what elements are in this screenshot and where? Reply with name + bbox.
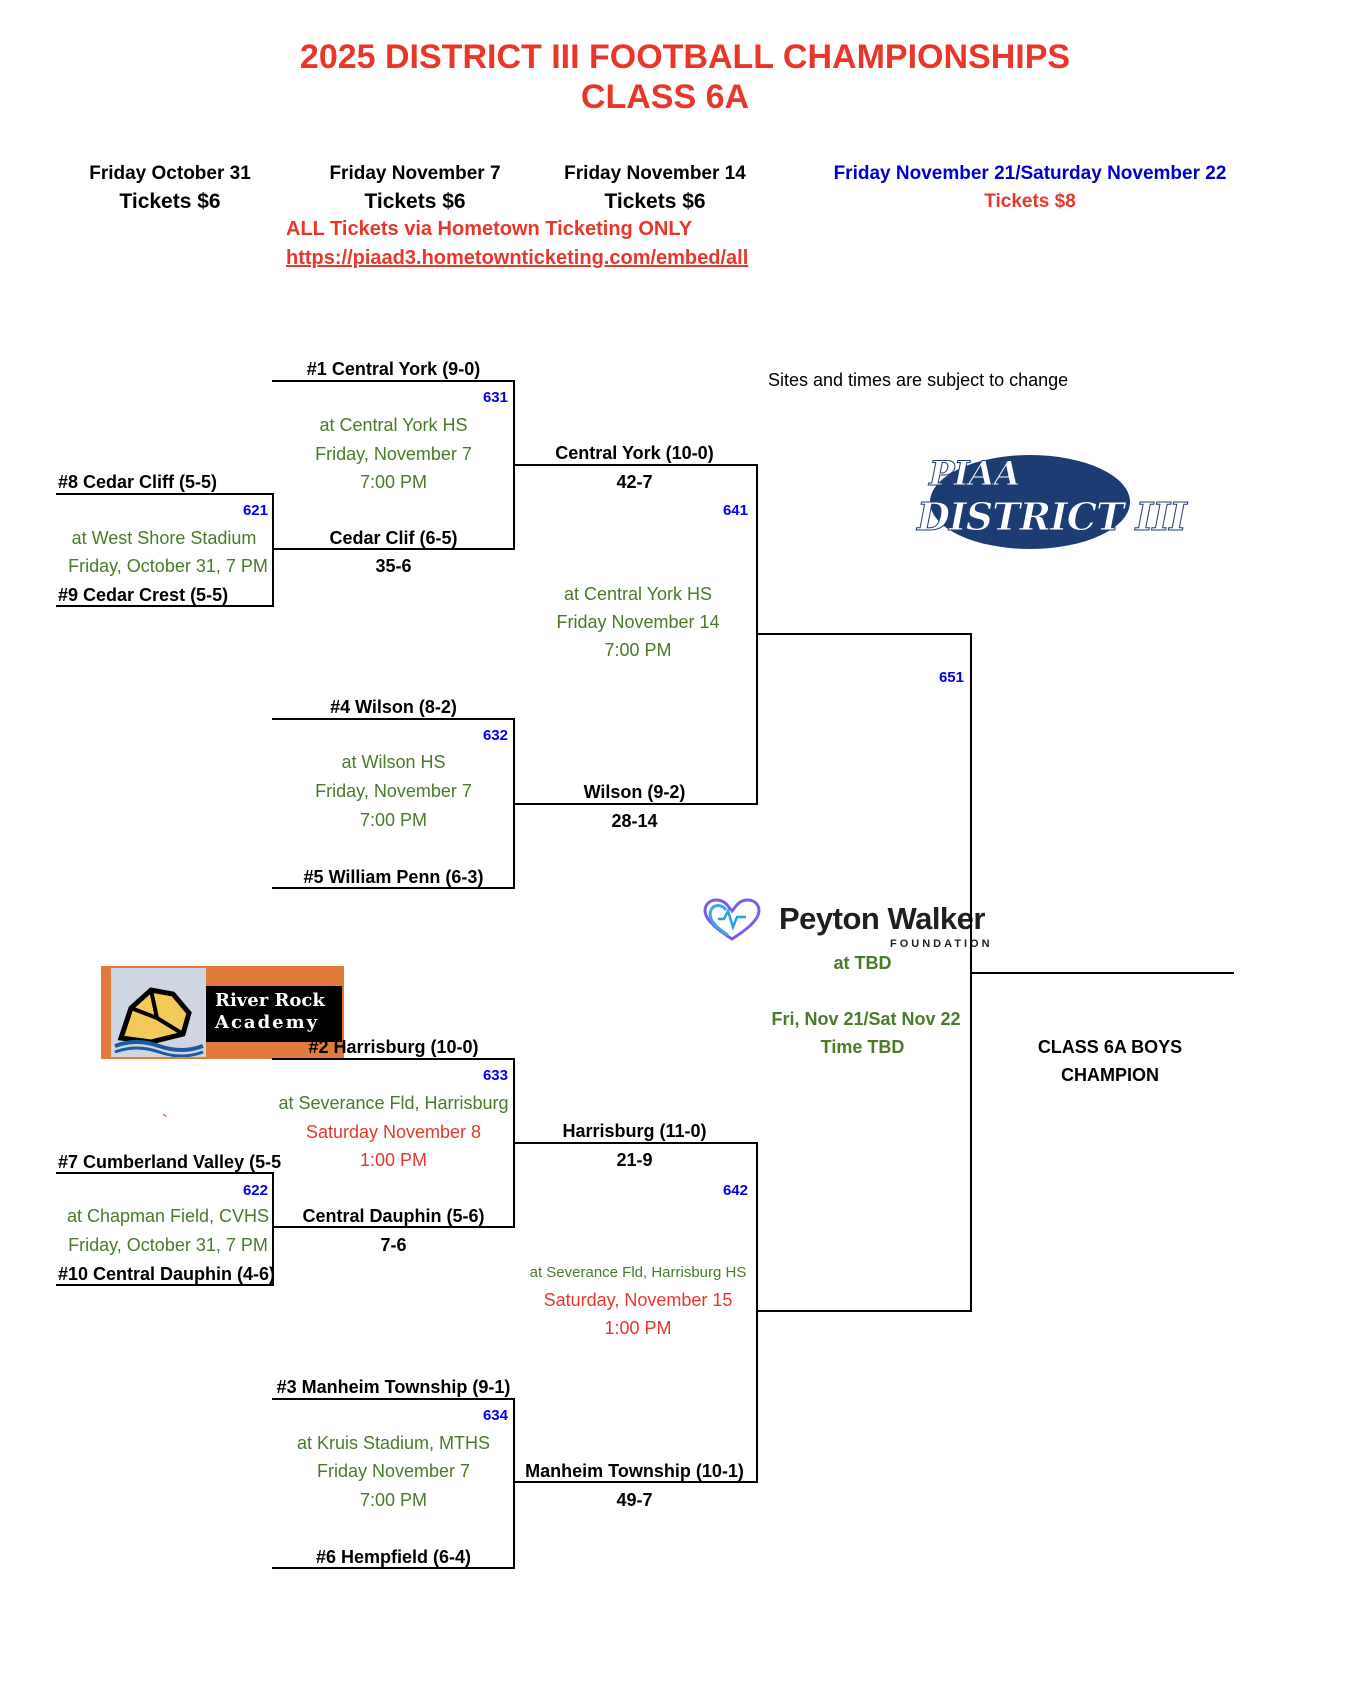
team-top: #4 Wilson (8-2) [330,697,457,717]
game-site: at Severance Fld, Harrisburg [278,1093,509,1113]
round4-date: Friday November 21/Saturday November 22 [833,163,1227,184]
game-time: 7:00 PM [604,640,672,660]
rock-icon [114,987,204,1058]
team-top: #3 Manheim Township (9-1) [276,1377,511,1397]
round1-date: Friday October 31 [89,163,251,184]
piaa-district-logo: PIAA DISTRICT III [915,450,1187,555]
game-number: 634 [482,1407,508,1424]
team-top: #8 Cedar Cliff (5-5) [58,472,218,492]
river-rock-line1: River Rock [215,990,325,1011]
game-time: 7:00 PM [359,472,428,492]
game-time: 1:00 PM [359,1150,428,1170]
game-site: at West Shore Stadium [71,528,257,548]
title-line-1: 2025 DISTRICT III FOOTBALL CHAMPIONSHIPS [299,38,1071,76]
round3-date: Friday November 14 [564,163,746,184]
top-score: 42-7 [616,472,653,492]
team-bottom: #5 William Penn (6-3) [303,867,484,887]
team-top: #1 Central York (9-0) [306,359,481,379]
bottom-score: 49-7 [616,1490,653,1510]
game-time: 7:00 PM [359,1490,428,1510]
game-site: at Central York HS [319,415,468,435]
top-score: 21-9 [616,1150,653,1170]
river-rock-line2: Academy [215,1012,320,1033]
team-bottom: #10 Central Dauphin (4-6) [58,1264,276,1284]
game-date: Friday November 7 [316,1461,471,1481]
peyton-walker-logo: Peyton Walker FOUNDATION [700,893,1000,953]
game-number: 631 [482,389,508,406]
team-bottom: Central Dauphin (5-6) [302,1206,485,1226]
game-number: 622 [242,1182,268,1199]
game-number: 641 [722,502,748,519]
game-time: 1:00 PM [604,1318,672,1338]
team-top: Harrisburg (11-0) [562,1121,707,1141]
game-site: at Central York HS [563,584,713,604]
round4-tickets: Tickets $8 [984,191,1076,212]
game-number: 633 [482,1067,508,1084]
game-date: Friday November 14 [556,612,720,632]
disclaimer: Sites and times are subject to change [768,370,1069,390]
game-site: at Severance Fld, Harrisburg HS [529,1264,747,1281]
game-number: 651 [938,669,964,686]
champion-label-line1: CLASS 6A BOYS [1037,1037,1183,1057]
game-site: at Wilson HS [341,752,446,772]
game-time: Time TBD [820,1037,905,1057]
game-score: 7-6 [380,1235,407,1255]
game-number: 632 [482,727,508,744]
game-date: Saturday November 8 [305,1122,482,1142]
champion-label-line2: CHAMPION [1061,1065,1159,1085]
team-top: Central York (10-0) [555,443,714,463]
river-rock-academy-logo: River Rock Academy [101,966,344,1059]
game-site: at Kruis Stadium, MTHS [296,1433,491,1453]
ticketing-note: ALL Tickets via Hometown Ticketing ONLY [286,218,693,240]
stray-mark: ` [162,1112,168,1132]
title-line-2: CLASS 6A [580,78,750,116]
team-bottom: #6 Hempfield (6-4) [315,1547,472,1567]
team-top: #2 Harrisburg (10-0) [308,1037,479,1057]
game-date: Friday, October 31, 7 PM [68,1235,268,1255]
round3-tickets: Tickets $6 [604,190,706,213]
team-bottom: Wilson (9-2) [583,782,686,802]
round2-date: Friday November 7 [329,163,501,184]
game-date: Friday, November 7 [315,444,472,464]
round2-tickets: Tickets $6 [364,190,466,213]
game-date: Friday, October 31, 7 PM [68,556,268,576]
piaa-logo-text-bottom: DISTRICT III [917,494,1188,540]
game-date: Saturday, November 15 [543,1290,733,1310]
peyton-walker-foundation: FOUNDATION [890,938,993,950]
piaa-logo-text-top: PIAA [928,454,1020,495]
game-date: Friday, November 7 [315,781,472,801]
game-site: at Chapman Field, CVHS [66,1206,270,1226]
team-bottom: Cedar Clif (6-5) [329,528,458,548]
peyton-walker-name: Peyton Walker [779,901,985,936]
team-bottom: #9 Cedar Crest (5-5) [58,585,229,605]
heart-icon [703,898,761,941]
round1-tickets: Tickets $6 [119,190,221,213]
game-time: 7:00 PM [359,810,428,830]
game-date: Fri, Nov 21/Sat Nov 22 [771,1009,961,1029]
game-number: 621 [242,502,268,519]
bottom-score: 28-14 [611,811,658,831]
team-top: #7 Cumberland Valley (5-5 [58,1152,282,1172]
team-bottom: Manheim Township (10-1) [525,1461,744,1481]
game-number: 642 [722,1182,748,1199]
game-score: 35-6 [375,556,412,576]
ticketing-link[interactable]: https://piaad3.hometownticketing.com/emb… [286,247,749,269]
game-site: at TBD [833,953,892,973]
